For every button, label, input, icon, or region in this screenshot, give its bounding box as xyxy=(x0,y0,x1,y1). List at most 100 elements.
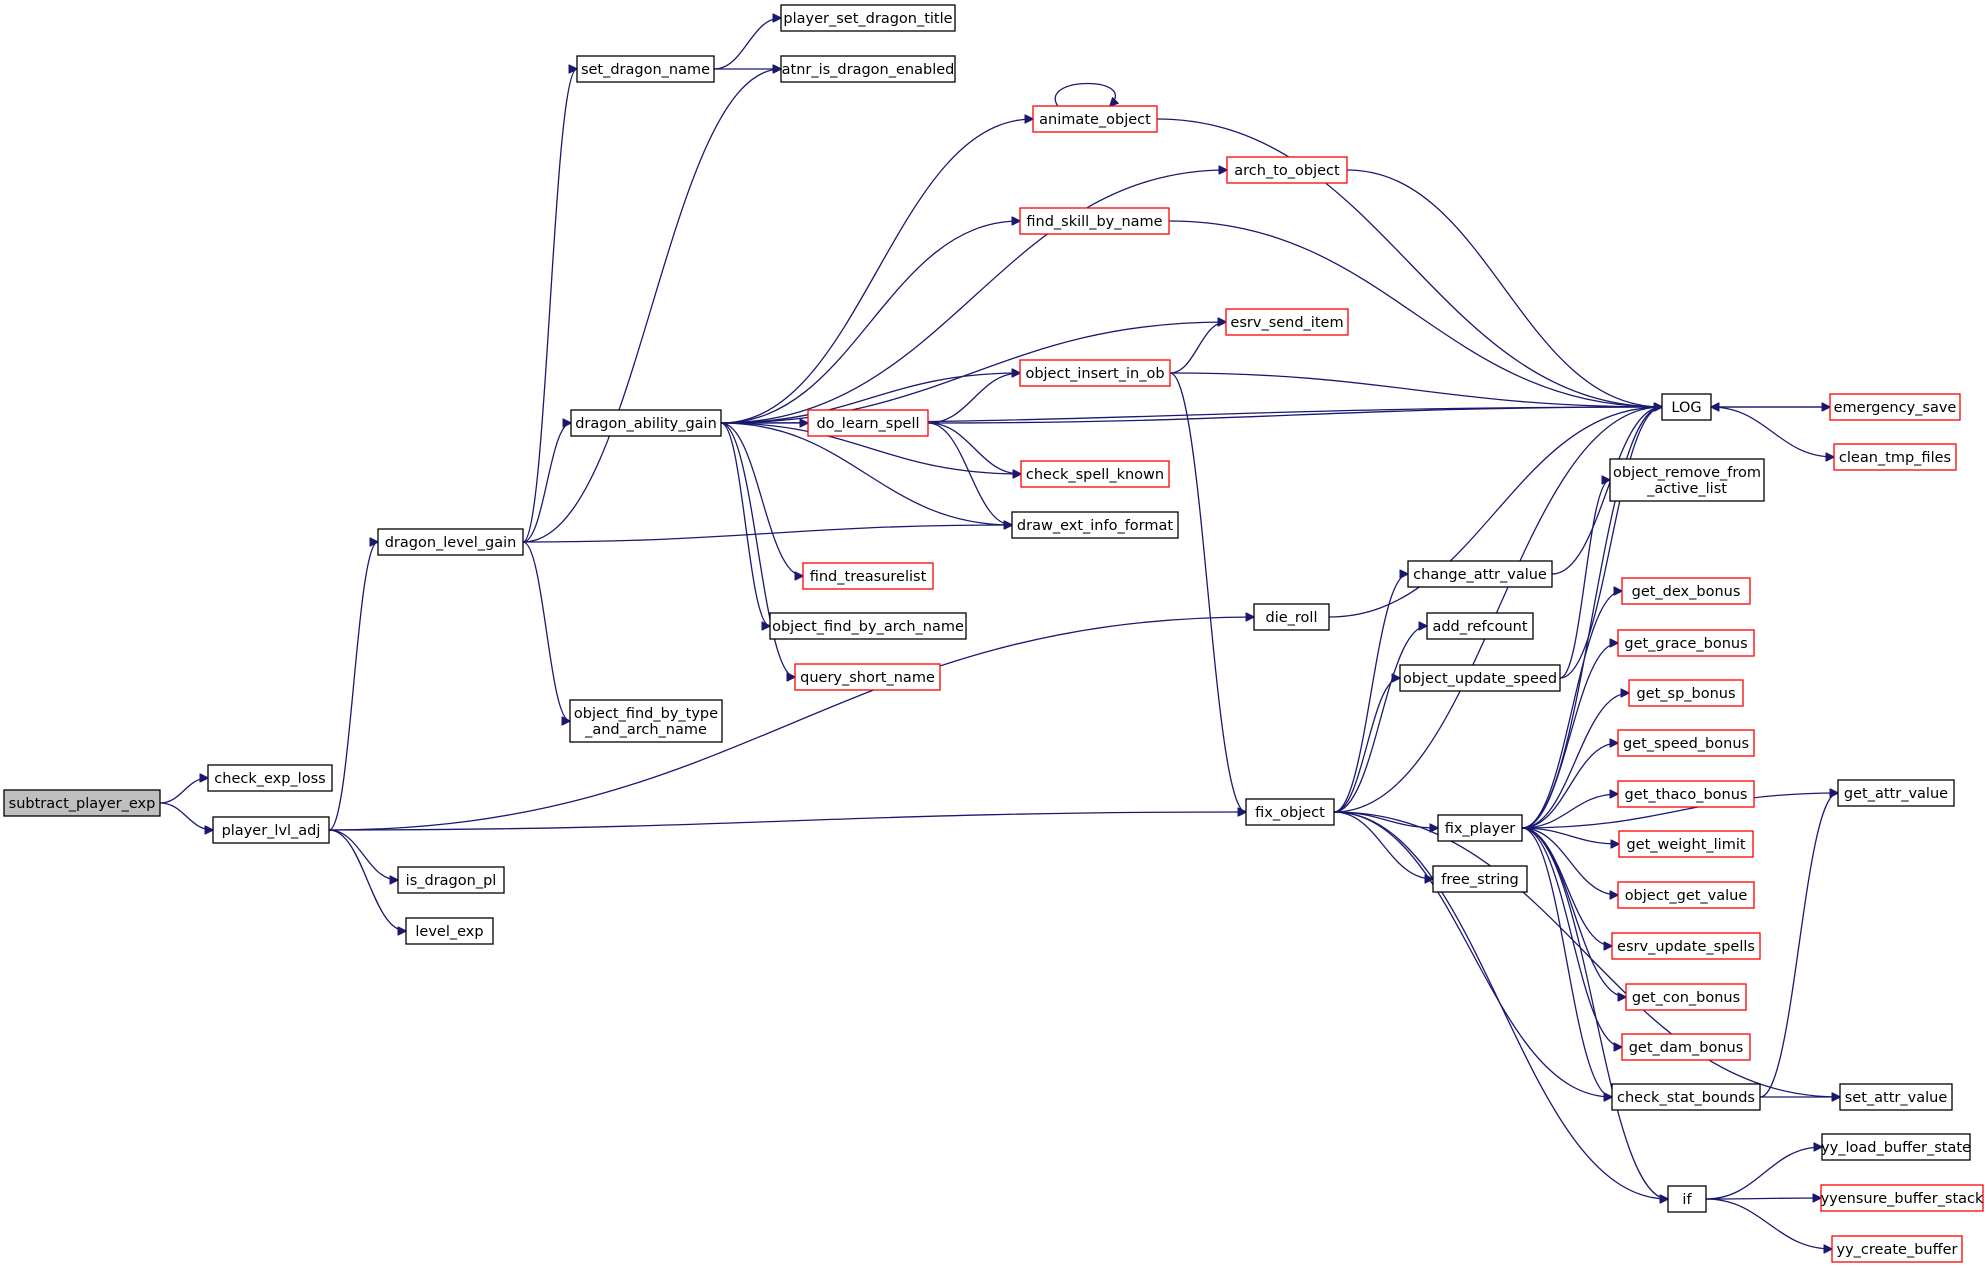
node-box xyxy=(1437,814,1523,842)
node-get_dam_bonus[interactable]: get_dam_bonus xyxy=(1621,1033,1751,1061)
node-yyensure_buffer_stack[interactable]: yyensure_buffer_stack xyxy=(1820,1184,1984,1212)
node-label: object_update_speed xyxy=(1403,671,1557,687)
node-object_find_by_type_and_arch_name[interactable]: object_find_by_type_and_arch_name xyxy=(569,699,723,743)
edge-fix_player-to-get_speed_bonus xyxy=(1521,743,1618,829)
edge-fix_player-to-get_con_bonus xyxy=(1521,827,1626,997)
edge-dragon_ability_gain-to-esrv_send_item xyxy=(720,322,1226,424)
edge-dragon_ability_gain-to-find_treasurelist xyxy=(720,422,803,576)
node-emergency_save[interactable]: emergency_save xyxy=(1829,393,1961,421)
node-label: is_dragon_pl xyxy=(406,873,497,889)
node-object_insert_in_ob[interactable]: object_insert_in_ob xyxy=(1019,359,1171,387)
node-find_treasurelist[interactable]: find_treasurelist xyxy=(802,562,934,590)
edge-layer xyxy=(159,18,1840,1249)
edge-die_roll-to-LOG xyxy=(1328,407,1662,618)
node-do_learn_spell[interactable]: do_learn_spell xyxy=(807,409,929,437)
edge-fix_player-to-get_dex_bonus xyxy=(1521,591,1622,829)
node-object_remove_from_active_list[interactable]: object_remove_from_active_list xyxy=(1609,458,1765,502)
node-esrv_update_spells[interactable]: esrv_update_spells xyxy=(1611,932,1761,960)
node-if[interactable]: if xyxy=(1667,1185,1707,1213)
node-box xyxy=(1617,629,1755,657)
node-box xyxy=(397,866,505,894)
node-level_exp[interactable]: level_exp xyxy=(405,917,494,945)
node-check_spell_known[interactable]: check_spell_known xyxy=(1020,460,1170,488)
edge-fix_player-to-esrv_update_spells xyxy=(1521,827,1612,946)
node-fix_player[interactable]: fix_player xyxy=(1437,814,1523,842)
node-label: add_refcount xyxy=(1432,619,1527,635)
edge-dragon_level_gain-to-set_dragon_name xyxy=(522,69,578,543)
edge-dragon_ability_gain-to-animate_object xyxy=(720,119,1033,424)
edge-animate_object-to-LOG xyxy=(1156,118,1662,407)
node-box xyxy=(1032,105,1158,133)
edge-find_skill_by_name-to-LOG xyxy=(1168,220,1662,407)
node-atnr_is_dragon_enabled[interactable]: atnr_is_dragon_enabled xyxy=(780,55,956,83)
node-get_dex_bonus[interactable]: get_dex_bonus xyxy=(1621,577,1751,605)
node-label: get_grace_bonus xyxy=(1624,636,1747,652)
node-die_roll[interactable]: die_roll xyxy=(1253,603,1330,631)
node-label: LOG xyxy=(1671,400,1701,416)
edge-do_learn_spell-to-draw_ext_info_format xyxy=(927,422,1012,525)
node-label: check_spell_known xyxy=(1026,467,1164,483)
node-object_find_by_arch_name[interactable]: object_find_by_arch_name xyxy=(769,612,967,640)
node-subtract_player_exp: subtract_player_exp xyxy=(3,789,161,817)
node-check_exp_loss[interactable]: check_exp_loss xyxy=(207,764,333,792)
node-fix_object[interactable]: fix_object xyxy=(1245,798,1335,826)
node-draw_ext_info_format[interactable]: draw_ext_info_format xyxy=(1011,511,1179,539)
node-box xyxy=(405,917,494,945)
node-get_con_bonus[interactable]: get_con_bonus xyxy=(1625,983,1747,1011)
node-box xyxy=(769,612,967,640)
node-box xyxy=(3,789,161,817)
node-box xyxy=(1625,983,1747,1011)
node-label: object_find_by_arch_name xyxy=(772,619,964,635)
node-get_thaco_bonus[interactable]: get_thaco_bonus xyxy=(1617,780,1755,808)
edge-fix_object-to-free_string xyxy=(1333,811,1433,879)
node-object_get_value[interactable]: object_get_value xyxy=(1617,881,1755,909)
node-clean_tmp_files[interactable]: clean_tmp_files xyxy=(1833,443,1957,471)
node-set_dragon_name[interactable]: set_dragon_name xyxy=(576,55,715,83)
node-free_string[interactable]: free_string xyxy=(1432,865,1528,893)
node-esrv_send_item[interactable]: esrv_send_item xyxy=(1225,308,1349,336)
node-arch_to_object[interactable]: arch_to_object xyxy=(1226,156,1348,184)
node-label: get_attr_value xyxy=(1844,786,1948,802)
node-change_attr_value[interactable]: change_attr_value xyxy=(1407,560,1553,588)
node-yy_create_buffer[interactable]: yy_create_buffer xyxy=(1831,1235,1963,1263)
node-add_refcount[interactable]: add_refcount xyxy=(1426,612,1534,640)
node-get_grace_bonus[interactable]: get_grace_bonus xyxy=(1617,629,1755,657)
node-find_skill_by_name[interactable]: find_skill_by_name xyxy=(1019,207,1170,235)
node-box xyxy=(576,55,715,83)
node-set_attr_value[interactable]: set_attr_value xyxy=(1839,1083,1953,1111)
node-get_attr_value[interactable]: get_attr_value xyxy=(1837,779,1955,807)
node-box xyxy=(780,55,956,83)
node-box xyxy=(1011,511,1179,539)
node-get_weight_limit[interactable]: get_weight_limit xyxy=(1618,830,1754,858)
edge-do_learn_spell-to-check_spell_known xyxy=(927,422,1021,474)
node-player_lvl_adj[interactable]: player_lvl_adj xyxy=(212,816,330,844)
node-LOG[interactable]: LOG xyxy=(1661,393,1712,421)
node-query_short_name[interactable]: query_short_name xyxy=(794,663,941,691)
node-label: yy_load_buffer_state xyxy=(1821,1140,1971,1156)
node-animate_object[interactable]: animate_object xyxy=(1032,105,1158,133)
node-check_stat_bounds[interactable]: check_stat_bounds xyxy=(1611,1083,1761,1111)
node-is_dragon_pl[interactable]: is_dragon_pl xyxy=(397,866,505,894)
edge-fix_player-to-if xyxy=(1521,827,1668,1199)
edge-fix_player-to-get_thaco_bonus xyxy=(1521,794,1618,829)
node-dragon_level_gain[interactable]: dragon_level_gain xyxy=(377,528,524,556)
node-player_set_dragon_title[interactable]: player_set_dragon_title xyxy=(780,4,956,32)
node-label: subtract_player_exp xyxy=(9,796,156,812)
node-box xyxy=(1611,1083,1761,1111)
node-box xyxy=(1618,830,1754,858)
node-label: check_stat_bounds xyxy=(1617,1090,1755,1106)
node-box xyxy=(1609,458,1765,502)
node-label: free_string xyxy=(1441,872,1518,888)
node-dragon_ability_gain[interactable]: dragon_ability_gain xyxy=(570,409,722,437)
node-box xyxy=(794,663,941,691)
edge-dragon_level_gain-to-object_find_by_type_and_arch_name xyxy=(522,541,570,721)
node-label: do_learn_spell xyxy=(816,416,919,432)
node-object_update_speed[interactable]: object_update_speed xyxy=(1399,664,1561,692)
node-yy_load_buffer_state[interactable]: yy_load_buffer_state xyxy=(1821,1133,1971,1161)
node-get_speed_bonus[interactable]: get_speed_bonus xyxy=(1617,729,1755,757)
node-label: get_speed_bonus xyxy=(1623,736,1749,752)
edge-object_update_speed-to-LOG xyxy=(1559,407,1662,679)
node-label: find_treasurelist xyxy=(810,569,927,585)
edge-dragon_ability_gain-to-arch_to_object xyxy=(720,170,1227,424)
node-get_sp_bonus[interactable]: get_sp_bonus xyxy=(1628,679,1744,707)
